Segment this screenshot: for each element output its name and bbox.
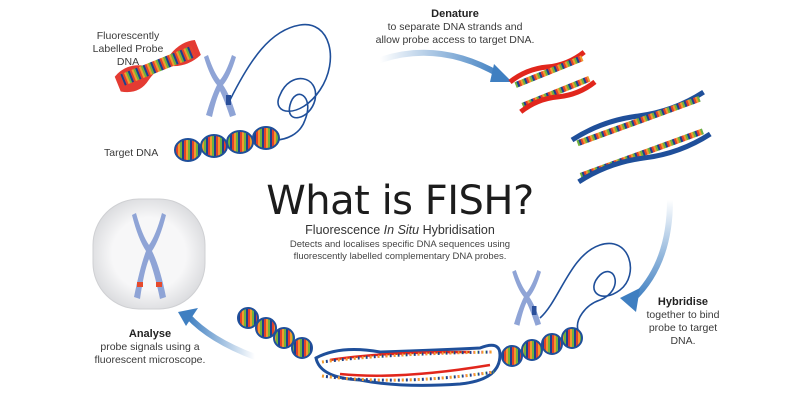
hybridise-arrow-icon	[629, 197, 673, 303]
chromosome-icon	[512, 270, 541, 326]
probe-dna-label: Fluorescently Labelled Probe DNA	[78, 30, 178, 69]
step-text: probe to target	[648, 322, 718, 334]
chromosome-icon	[204, 55, 236, 117]
target-dna-helix-icon	[174, 126, 280, 162]
step-title: Denature	[431, 8, 479, 20]
probe-label-line: Labelled Probe	[92, 43, 164, 55]
dna-coil-icon	[539, 242, 632, 331]
step-text: to separate DNA strands and	[387, 21, 523, 33]
subtitle-text: Fluorescence	[305, 223, 384, 237]
step-title: Analyse	[128, 328, 172, 340]
denature-arrow-icon	[377, 49, 503, 78]
probe-label-line: Fluorescently	[96, 30, 160, 42]
denature-step-label: Denature to separate DNA strands and all…	[355, 8, 555, 47]
hybridise-step-label: Hybridise together to bind probe to targ…	[628, 296, 738, 348]
step-text: probe signals using a	[100, 341, 200, 353]
step-text: fluorescent microscope.	[94, 354, 206, 366]
analyse-arrow-icon	[185, 313, 258, 360]
description-line: Detects and localises specific DNA seque…	[289, 239, 511, 250]
step-text: DNA.	[670, 335, 696, 347]
step-title: Hybridise	[657, 296, 709, 308]
step-text: allow probe access to target DNA.	[375, 34, 535, 46]
subtitle-italic: In Situ	[383, 223, 420, 237]
page-title: What is FISH?	[266, 178, 534, 224]
probe-label-line: DNA	[116, 56, 140, 68]
description-line: fluorescently labelled complementary DNA…	[293, 251, 507, 262]
step-text: together to bind	[646, 309, 720, 321]
dna-coil-icon	[229, 23, 332, 141]
page-description: Detects and localises specific DNA seque…	[200, 239, 600, 263]
separated-strands-icon	[508, 50, 712, 184]
target-dna-label: Target DNA	[104, 147, 159, 159]
hybridised-dna-icon	[237, 307, 583, 387]
page-subtitle: Fluorescence In Situ Hybridisation	[200, 223, 600, 237]
probe-dna-icon	[114, 40, 201, 93]
cell-nucleus-icon	[92, 198, 206, 310]
subtitle-text: Hybridisation	[419, 223, 495, 237]
analyse-step-label: Analyse probe signals using a fluorescen…	[80, 328, 220, 367]
